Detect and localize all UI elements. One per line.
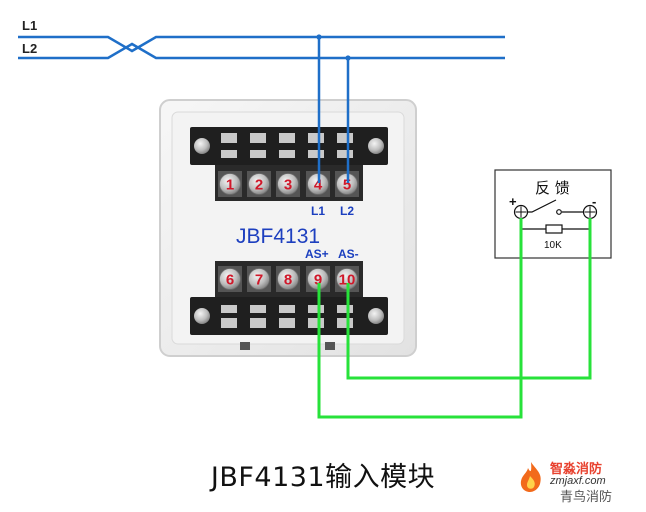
flame-logo-icon — [520, 462, 541, 492]
watermark-site: zmjaxf.com — [550, 475, 606, 487]
feedback-box: 反 馈 + - 10K — [494, 169, 612, 259]
top-terminal-number: 5 — [343, 177, 351, 194]
terminal-tag-l1: L1 — [311, 204, 325, 218]
feedback-terminal-minus — [582, 204, 598, 220]
top-terminal-number: 2 — [255, 177, 263, 194]
feedback-wire-as-plus — [317, 218, 523, 419]
bottom-terminal-screw: 8 — [276, 266, 300, 292]
bottom-terminal-number: 6 — [226, 272, 234, 289]
terminal-tag-as-minus: AS- — [338, 247, 359, 261]
bottom-terminal-screw: 7 — [247, 266, 271, 292]
top-terminal-number: 4 — [314, 177, 323, 194]
top-terminal-screw: 2 — [247, 171, 271, 197]
top-terminal-screw: 3 — [276, 171, 300, 197]
watermark-subtitle: 青鸟消防 — [560, 490, 613, 505]
top-terminal-number: 3 — [284, 177, 292, 194]
feedback-title: 反 馈 — [535, 179, 570, 197]
bus-wire-l1 — [18, 35, 505, 53]
top-terminal-screw: 5 — [335, 171, 359, 197]
feedback-terminal-plus — [513, 204, 529, 220]
bottom-terminal-screw: 10 — [335, 266, 359, 292]
bottom-terminal-number: 7 — [255, 272, 263, 289]
resistor-label: 10K — [544, 240, 562, 251]
top-terminal-block: 1 2 3 4 5 — [190, 127, 388, 201]
bus-wire-l2 — [18, 42, 505, 60]
diagram-caption: JBF4131输入模块 — [210, 462, 436, 493]
bottom-terminal-number: 9 — [314, 272, 322, 289]
feedback-wires — [317, 218, 592, 419]
bus-label-l2: L2 — [22, 41, 37, 56]
top-terminal-screw: 1 — [218, 171, 242, 197]
bottom-terminal-number: 8 — [284, 272, 292, 289]
top-terminal-number: 1 — [226, 177, 234, 194]
bus-lines — [18, 35, 505, 183]
watermark-name: 智淼消防 — [550, 462, 603, 477]
model-label: JBF4131 — [236, 225, 320, 248]
feedback-wire-as-minus — [346, 218, 592, 380]
terminal-tag-l2: L2 — [340, 204, 354, 218]
bottom-terminal-number: 10 — [339, 272, 356, 289]
feedback-plus: + — [509, 194, 517, 209]
bottom-terminal-block: 6 7 8 9 10 — [190, 261, 388, 335]
watermark: 智淼消防 zmjaxf.com 青鸟消防 — [516, 456, 642, 505]
bottom-terminal-screw: 6 — [218, 266, 242, 292]
feedback-minus: - — [592, 194, 596, 209]
bus-label-l1: L1 — [22, 18, 37, 33]
terminal-tag-as-plus: AS+ — [305, 247, 329, 261]
